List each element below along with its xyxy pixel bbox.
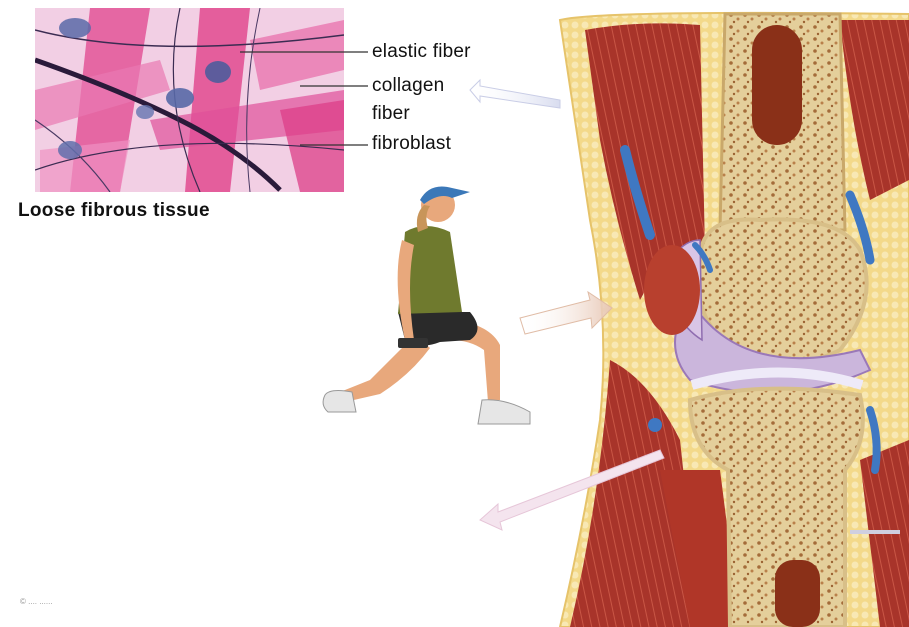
label-collagen-fiber-line1: collagen: [372, 75, 444, 97]
label-elastic-fiber: elastic fiber: [372, 41, 471, 63]
micrograph-loose-fibrous-tissue: [35, 8, 344, 192]
label-collagen-fiber-line2: fiber: [372, 103, 410, 125]
tissue-title: Loose fibrous tissue: [18, 200, 210, 222]
label-fibroblast: fibroblast: [372, 133, 451, 155]
knee-joint-cross-section: [560, 13, 909, 627]
copyright-credit: © .... ......: [20, 597, 53, 606]
woman-lunge-figure: [323, 187, 530, 425]
